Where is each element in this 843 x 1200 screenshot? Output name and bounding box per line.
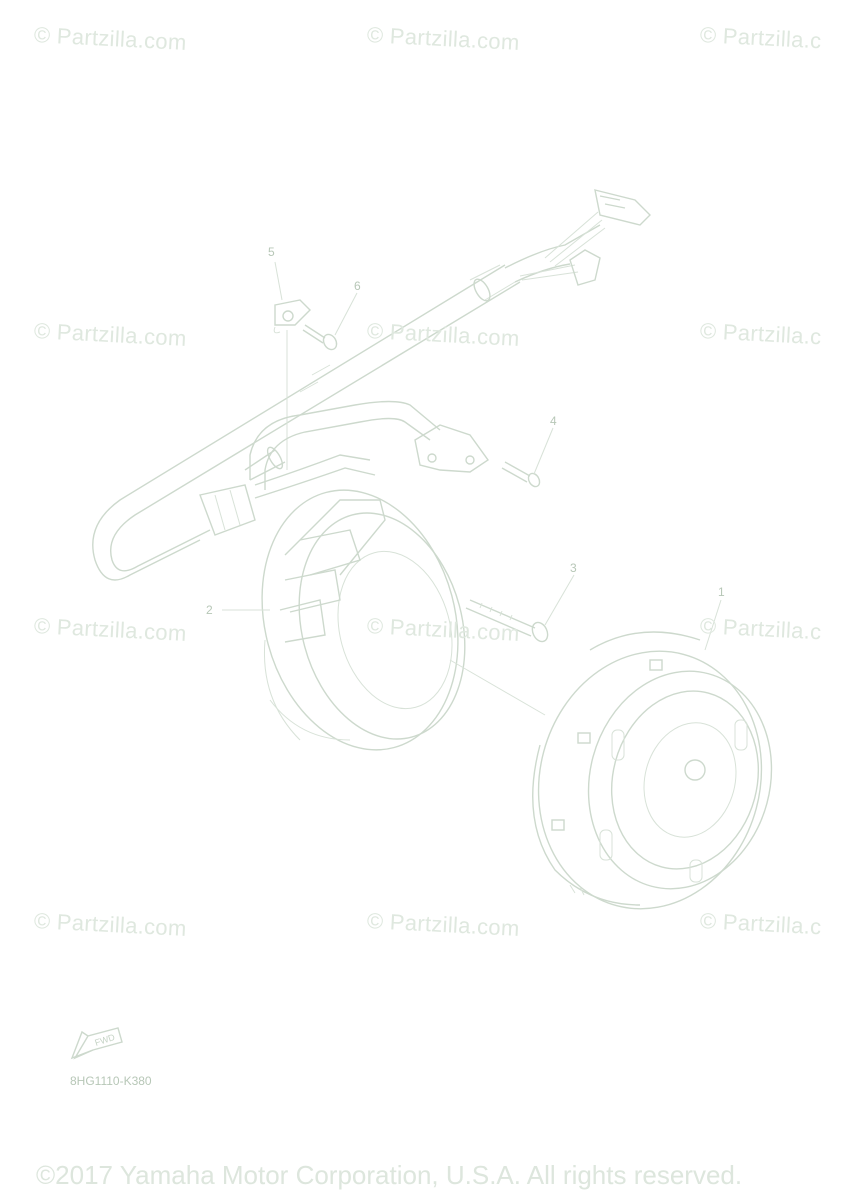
fwd-arrow-icon: FWD [70,1027,123,1060]
leader-lines [222,261,722,651]
wire-harness [92,189,651,581]
callout-2: 2 [206,603,213,617]
bolt-part-6 [302,324,338,351]
stator-connector [199,446,376,536]
callout-1: 1 [718,585,725,599]
callout-3: 3 [570,561,577,575]
screw-part-4 [501,461,541,488]
callout-5: 5 [268,245,275,259]
bracket-part-5 [273,299,311,470]
pickup-coil-cable [249,400,489,490]
rotor-part-1 [532,631,773,910]
callout-4: 4 [550,414,557,428]
center-line [449,659,546,716]
stator-part-2 [261,489,466,751]
copyright-notice: ©2017 Yamaha Motor Corporation, U.S.A. A… [36,1160,743,1190]
callout-6: 6 [354,279,361,293]
diagram-code: 8HG1110-K380 [70,1074,152,1088]
bolt-part-3 [465,599,549,643]
